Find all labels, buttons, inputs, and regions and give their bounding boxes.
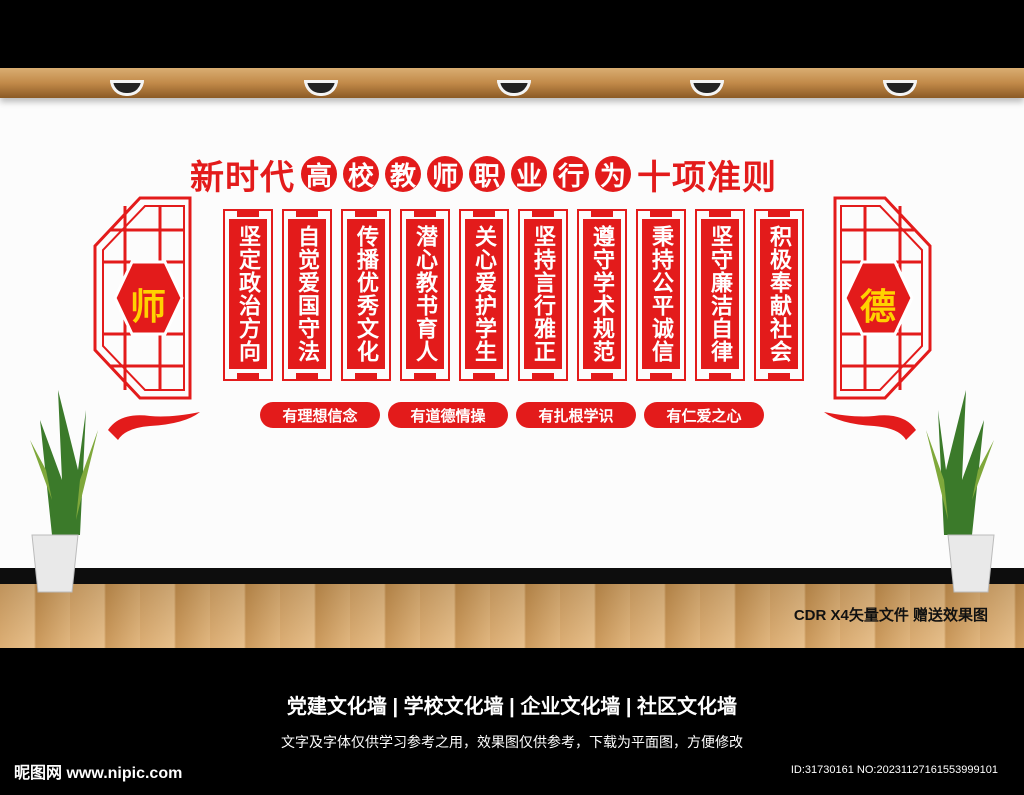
left-hexagon-badge — [113, 260, 184, 336]
title-circle-char: 高 — [301, 156, 337, 192]
right-cloud-ornament — [824, 412, 916, 440]
banner-text: 传播优秀文化 — [347, 219, 385, 369]
banner: 关心爱护学生 — [459, 209, 509, 381]
page-title: 新时代 高 校 教 师 职 业 行 为 十项准则 — [190, 150, 840, 198]
slogan-pill: 有扎根学识 — [516, 402, 636, 428]
slogan-pill: 有仁爱之心 — [644, 402, 764, 428]
slogan-pill: 有理想信念 — [260, 402, 380, 428]
title-circle-char: 行 — [553, 156, 589, 192]
slogan-pill: 有道德情操 — [388, 402, 508, 428]
right-lattice-panel — [833, 196, 932, 400]
category-list: 党建文化墙 | 学校文化墙 | 企业文化墙 | 社区文化墙 — [286, 696, 738, 718]
banner: 坚守廉洁自律 — [695, 209, 745, 381]
image-id: ID:31730161 NO:20231127161553999101 — [790, 764, 998, 776]
banner-text: 遵守学术规范 — [583, 219, 621, 369]
banner-text: 关心爱护学生 — [465, 219, 503, 369]
left-potted-plant — [30, 390, 98, 593]
footer-band — [0, 648, 1024, 795]
disclaimer: 文字及字体仅供学习参考之用，效果图仅供参考，下载为平面图，方便修改 — [281, 734, 743, 750]
title-right: 十项准则 — [637, 158, 777, 197]
title-circle-char: 教 — [385, 156, 421, 192]
title-circle-char: 师 — [427, 156, 463, 192]
title-circle-char: 职 — [469, 156, 505, 192]
banner-text: 积极奉献社会 — [760, 219, 798, 369]
banner-text: 自觉爱国守法 — [288, 219, 326, 369]
ceiling — [0, 0, 1024, 70]
title-circles: 高 校 教 师 职 业 行 为 — [301, 156, 631, 192]
banner: 自觉爱国守法 — [282, 209, 332, 381]
file-note: CDR X4矢量文件 赠送效果图 — [793, 607, 988, 624]
title-circle-char: 校 — [343, 156, 379, 192]
banner: 积极奉献社会 — [754, 209, 804, 381]
banner-text: 秉持公平诚信 — [642, 219, 680, 369]
banner: 秉持公平诚信 — [636, 209, 686, 381]
site-watermark[interactable]: 昵图网 www.nipic.com — [14, 765, 183, 782]
banner-text: 坚守廉洁自律 — [701, 219, 739, 369]
banner: 遵守学术规范 — [577, 209, 627, 381]
banner: 传播优秀文化 — [341, 209, 391, 381]
banner-text: 潜心教书育人 — [406, 219, 444, 369]
right-hexagon-badge — [843, 260, 914, 336]
title-circle-char: 业 — [511, 156, 547, 192]
banner: 潜心教书育人 — [400, 209, 450, 381]
title-left: 新时代 — [190, 158, 295, 197]
right-badge-char: 德 — [859, 286, 896, 328]
banner: 坚定政治方向 — [223, 209, 273, 381]
banner-text: 坚定政治方向 — [229, 219, 267, 369]
left-badge-char: 师 — [129, 286, 166, 328]
wood-floor — [0, 584, 1024, 648]
left-cloud-ornament — [108, 412, 200, 440]
right-potted-plant — [926, 390, 995, 593]
banner: 坚持言行雅正 — [518, 209, 568, 381]
baseboard — [0, 568, 1024, 584]
banner-text: 坚持言行雅正 — [524, 219, 562, 369]
title-circle-char: 为 — [595, 156, 631, 192]
